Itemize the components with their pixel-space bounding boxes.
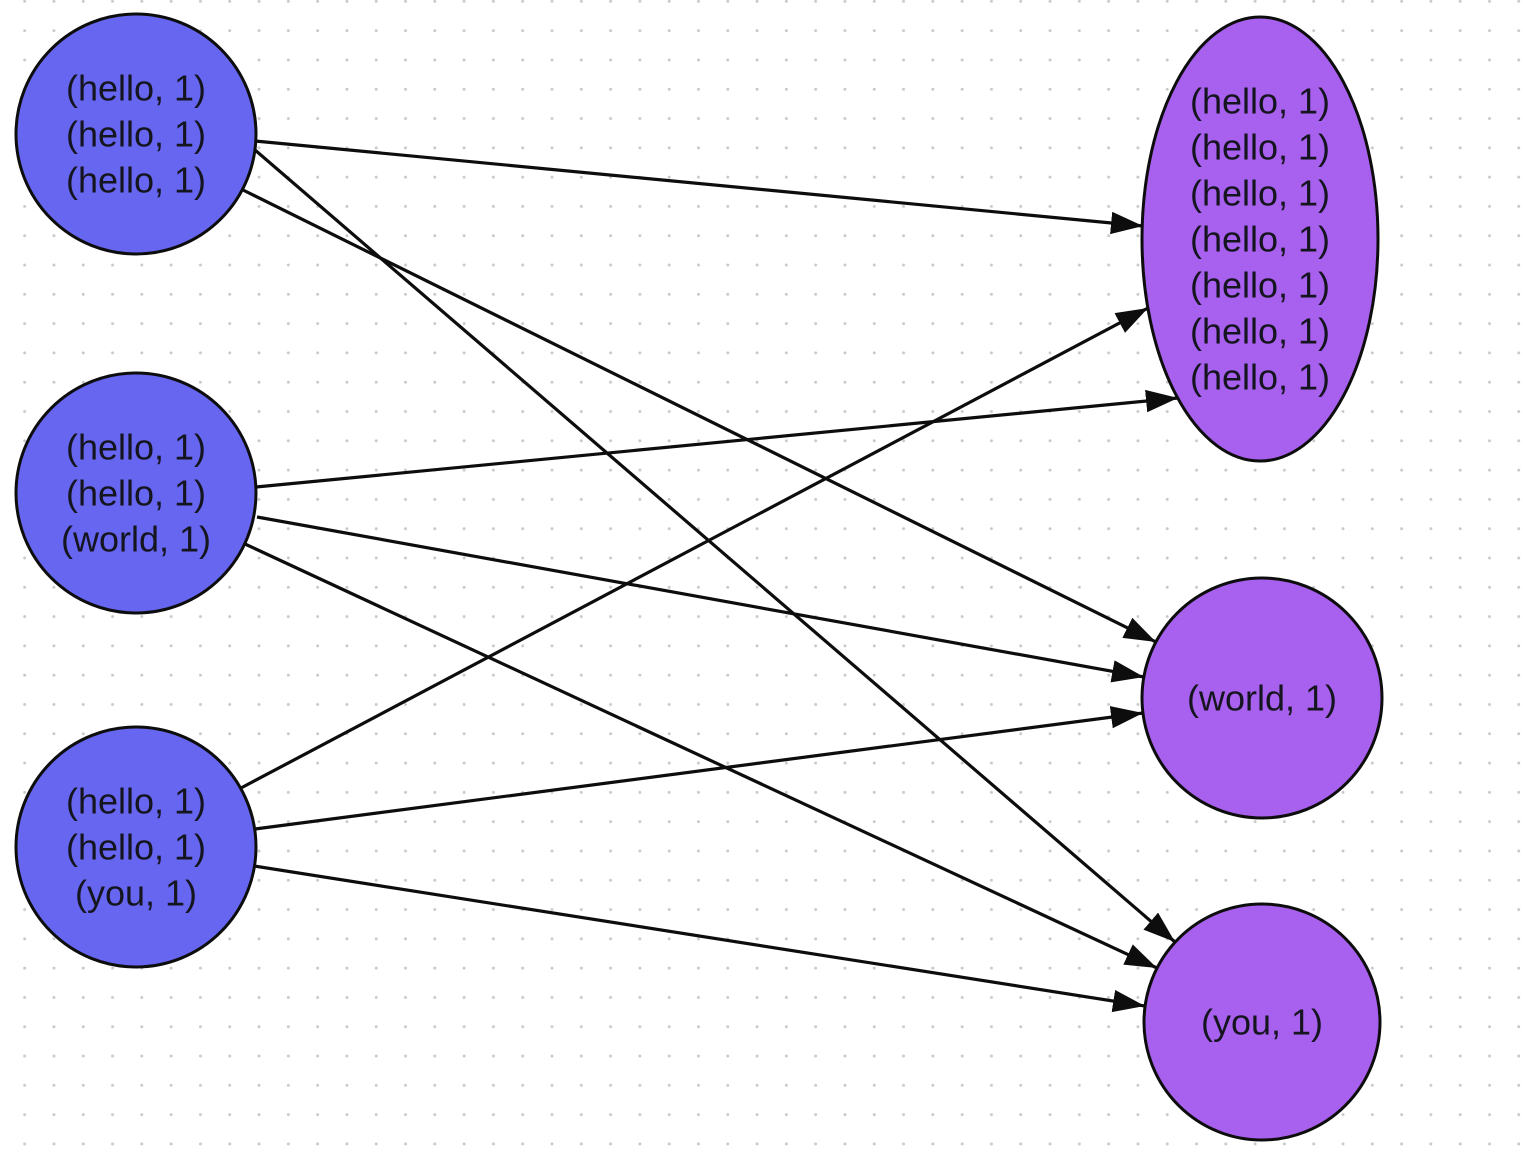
node-label-line: (you, 1): [1201, 1002, 1323, 1043]
group-hello-ellipse[interactable]: [1140, 15, 1380, 463]
node-label-line: (hello, 1): [1190, 127, 1330, 168]
node-label-line: (hello, 1): [66, 827, 206, 868]
node-label-line: (hello, 1): [66, 160, 206, 201]
group-world-circle[interactable]: [1140, 576, 1384, 820]
node-label-line: (hello, 1): [1190, 311, 1330, 352]
mapper-2-circle[interactable]: [14, 371, 258, 615]
edge-mapper-1-to-group-hello[interactable]: [254, 139, 1144, 235]
node-label-line: (hello, 1): [66, 68, 206, 109]
edge-mapper-1-to-group-world[interactable]: [242, 188, 1157, 644]
node-label-line: (world, 1): [1187, 678, 1337, 719]
node-label-line: (hello, 1): [66, 473, 206, 514]
node-label-line: (hello, 1): [1190, 173, 1330, 214]
node-label-line: (hello, 1): [1190, 357, 1330, 398]
node-label-line: (hello, 1): [66, 427, 206, 468]
node-mapper-2: (hello, 1) (hello, 1) (world, 1): [14, 371, 258, 615]
node-label-line: (world, 1): [61, 519, 211, 560]
group-you-circle[interactable]: [1142, 902, 1382, 1142]
node-label-line: (hello, 1): [66, 114, 206, 155]
node-mapper-1: (hello, 1) (hello, 1) (hello, 1): [14, 12, 258, 256]
edge-mapper-2-to-group-you[interactable]: [244, 542, 1158, 970]
edge-mapper-2-to-group-world[interactable]: [256, 515, 1145, 683]
edge-mapper-1-to-group-you[interactable]: [253, 148, 1177, 944]
edges-layer: [240, 139, 1179, 1013]
mapper-1-circle[interactable]: [14, 12, 258, 256]
edge-mapper-3-to-group-you[interactable]: [253, 864, 1146, 1013]
node-group-you: (you, 1): [1142, 902, 1382, 1142]
edge-mapper-3-to-group-hello[interactable]: [240, 306, 1149, 790]
edge-mapper-2-to-group-hello[interactable]: [255, 389, 1179, 489]
node-label-line: (hello, 1): [1190, 265, 1330, 306]
node-group-hello: (hello, 1) (hello, 1) (hello, 1) (hello,…: [1140, 15, 1380, 463]
node-mapper-3: (hello, 1) (hello, 1) (you, 1): [14, 725, 258, 969]
node-label-line: (you, 1): [75, 873, 197, 914]
node-label-line: (hello, 1): [1190, 219, 1330, 260]
node-label-line: (hello, 1): [1190, 81, 1330, 122]
node-label-line: (hello, 1): [66, 781, 206, 822]
edge-mapper-3-to-group-world[interactable]: [254, 706, 1144, 831]
mapper-3-circle[interactable]: [14, 725, 258, 969]
node-group-world: (world, 1): [1140, 576, 1384, 820]
